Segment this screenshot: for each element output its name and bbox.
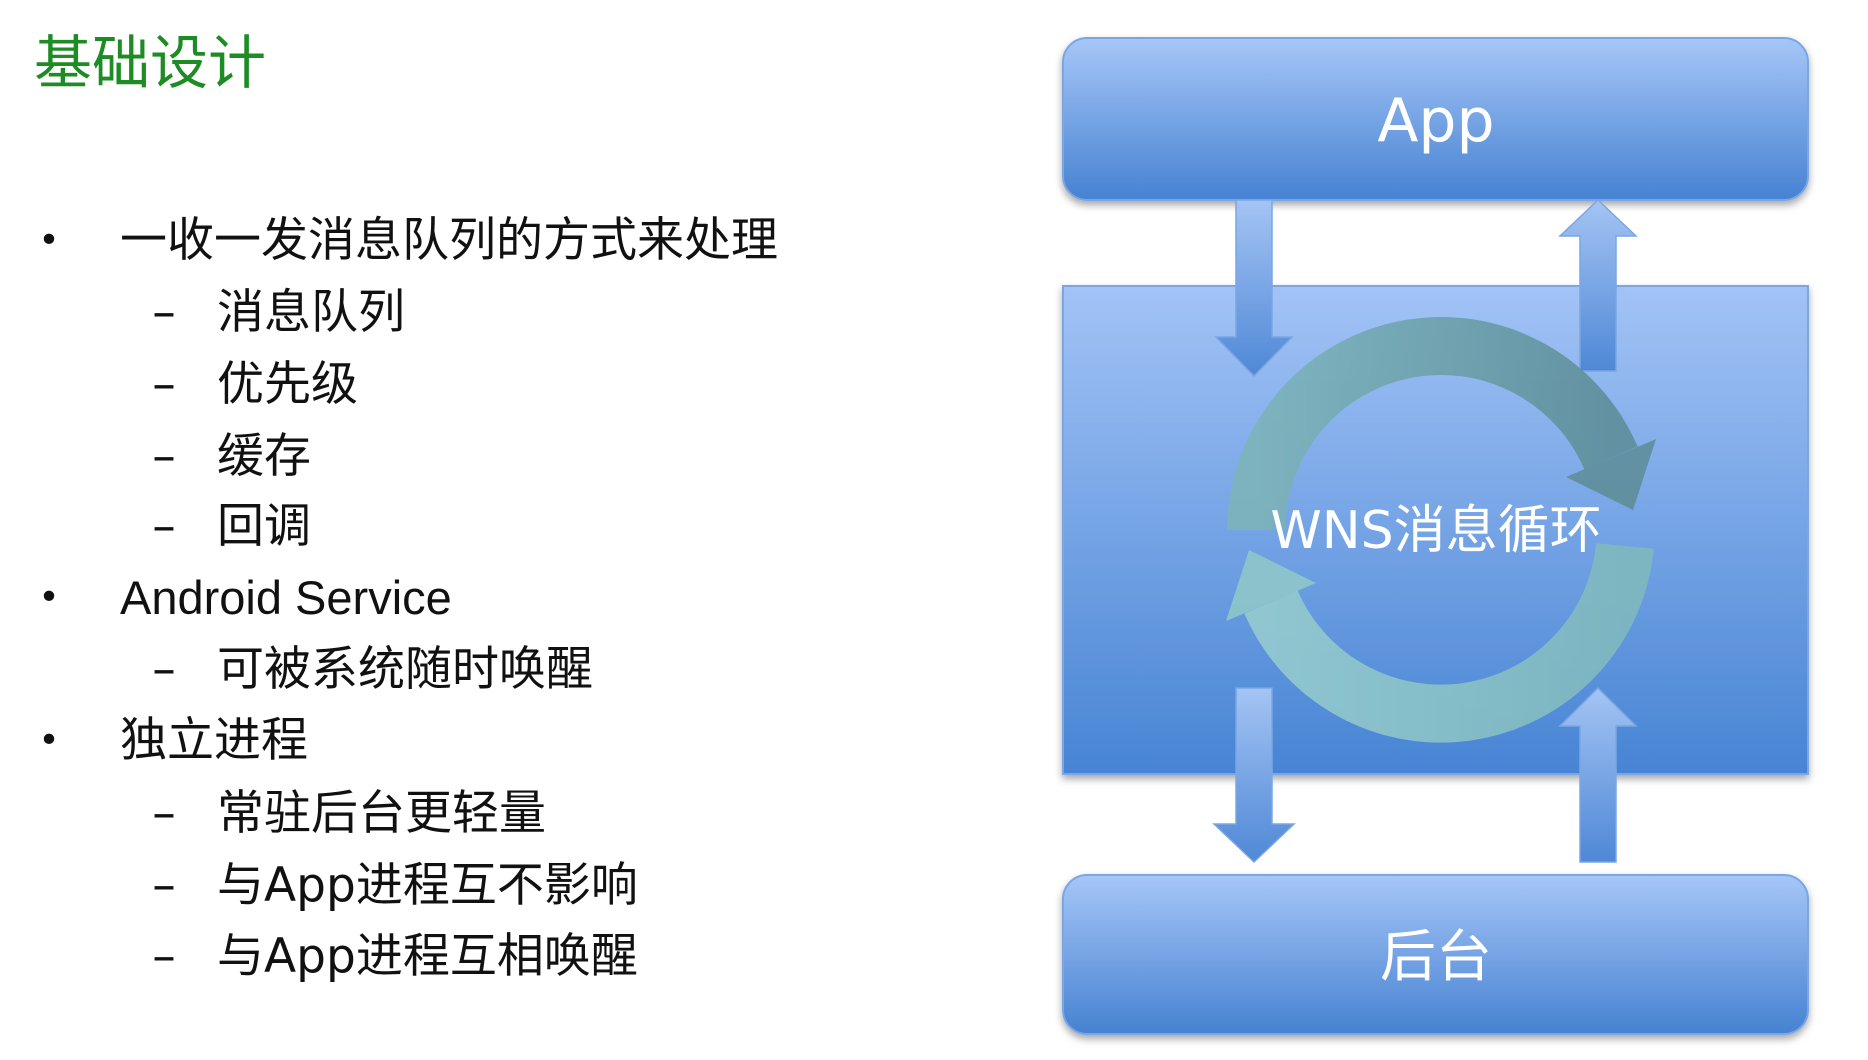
sub-marker: – — [152, 786, 176, 841]
sub-marker: – — [152, 929, 176, 984]
app-label: App — [1377, 86, 1494, 156]
sub-text: 缓存 — [217, 429, 311, 484]
backend-label: 后台 — [1380, 925, 1492, 990]
sub-text: 消息队列 — [217, 285, 405, 340]
sub-marker: – — [152, 499, 176, 554]
refresh-loop-icon — [1226, 316, 1656, 743]
backend-to-loop-arrow — [1558, 686, 1638, 863]
sub-item: – 可被系统随时唤醒 — [0, 640, 1000, 700]
sub-marker: – — [152, 357, 176, 412]
loop-to-app-arrow — [1558, 198, 1638, 372]
bullet-item: • 独立进程 — [0, 711, 1000, 771]
sub-item: – 与App进程互相唤醒 — [0, 927, 1000, 987]
sub-text: 与App进程互相唤醒 — [217, 929, 638, 984]
sub-text: 优先级 — [217, 357, 358, 412]
sub-marker: – — [152, 429, 176, 484]
sub-text: 与App进程互不影响 — [217, 858, 638, 913]
backend-box — [1062, 874, 1809, 1035]
sub-text: 常驻后台更轻量 — [217, 786, 546, 841]
loop-label: WNS消息循环 — [1270, 501, 1601, 561]
sub-item: – 优先级 — [0, 355, 1000, 415]
sub-marker: – — [152, 858, 176, 913]
sub-item: – 消息队列 — [0, 283, 1000, 343]
app-to-loop-arrow — [1214, 199, 1294, 378]
loop-arrowhead-left — [1226, 550, 1316, 621]
sub-item: – 缓存 — [0, 427, 1000, 487]
bullet-text: 一收一发消息队列的方式来处理 — [120, 213, 778, 268]
loop-to-backend-arrow — [1212, 687, 1296, 864]
loop-arrowhead-right — [1566, 439, 1656, 510]
loop-arc-top — [1227, 316, 1638, 531]
bullet-text: 独立进程 — [120, 713, 308, 768]
bullet-item: • 一收一发消息队列的方式来处理 — [0, 211, 1000, 271]
bullet-marker: • — [38, 577, 60, 618]
sub-item: – 回调 — [0, 497, 1000, 557]
sub-item: – 常驻后台更轻量 — [0, 784, 1000, 844]
sub-marker: – — [152, 642, 176, 697]
app-box — [1062, 37, 1809, 201]
bullet-marker: • — [38, 720, 60, 761]
bullet-text: Android Service — [120, 571, 452, 624]
sub-item: – 与App进程互不影响 — [0, 856, 1000, 916]
bullet-item: • Android Service — [0, 568, 1000, 628]
bullet-marker: • — [38, 220, 60, 261]
sub-marker: – — [152, 285, 176, 340]
sub-text: 回调 — [217, 499, 311, 554]
sub-text: 可被系统随时唤醒 — [217, 642, 593, 697]
loop-arc-bottom — [1244, 542, 1654, 743]
slide-title: 基础设计 — [34, 29, 267, 97]
